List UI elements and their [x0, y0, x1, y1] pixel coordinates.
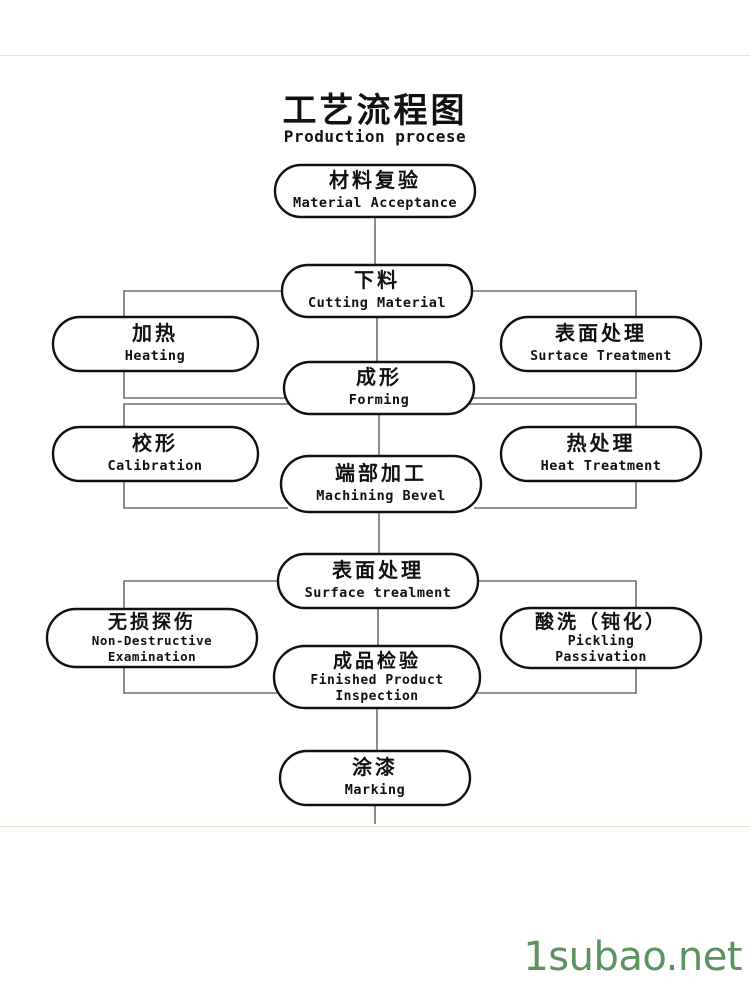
node-heating[interactable]: 加热 Heating — [51, 315, 260, 373]
node-label-cn-pickling-passivation: 酸洗（钝化） — [535, 610, 667, 633]
node-label-en-non-destructive-line1: Non-Destructive — [92, 633, 212, 648]
edge-surface-treatment-to-pickling — [469, 580, 637, 608]
node-label-cn-heating: 加热 — [131, 321, 178, 345]
connector-layer — [123, 217, 637, 824]
node-shape-heat-treatment[interactable] — [499, 425, 703, 483]
edge-pickling-to-finished-inspection — [470, 668, 637, 694]
node-label-cn-non-destructive: 无损探伤 — [108, 610, 196, 633]
node-material-acceptance[interactable]: 材料复验 Material Acceptance — [273, 163, 477, 219]
node-shape-pickling-passivation[interactable] — [499, 606, 703, 670]
node-label-en-finished-inspection-line2: Inspection — [335, 689, 418, 704]
node-label-cn-finished-inspection: 成品检验 — [333, 649, 421, 672]
node-label-cn-material-acceptance: 材料复验 — [329, 168, 421, 192]
node-heat-treatment[interactable]: 热处理 Heat Treatment — [499, 425, 703, 483]
node-label-en-pickling-line2: Passivation — [555, 650, 647, 665]
edge-forming-to-calibration — [123, 403, 290, 427]
node-label-cn-marking: 涂漆 — [352, 755, 398, 779]
edge-cutting-material-to-heating — [123, 290, 288, 317]
node-shape-heating[interactable] — [51, 315, 260, 373]
node-label-en-forming: Forming — [349, 392, 409, 408]
edge-calibration-to-machining-bevel — [123, 481, 288, 509]
node-non-destructive[interactable]: 无损探伤 Non-Destructive Examination — [45, 607, 259, 669]
node-label-cn-surface-treatment-1: 表面处理 — [555, 321, 647, 345]
node-label-en-heat-treatment: Heat Treatment — [541, 458, 662, 474]
node-label-en-calibration: Calibration — [108, 458, 203, 474]
node-marking[interactable]: 涂漆 Marking — [278, 749, 472, 807]
node-label-en-pickling-line1: Pickling — [568, 634, 635, 649]
edge-heating-to-forming — [123, 371, 288, 399]
node-label-cn-surface-treatment-2: 表面处理 — [332, 558, 424, 582]
node-label-en-heating: Heating — [125, 348, 185, 364]
node-finished-inspection[interactable]: 成品检验 Finished Product Inspection — [272, 644, 482, 710]
node-label-en-surface-treatment-2: Surface trealment — [305, 585, 452, 601]
node-label-en-machining-bevel: Machining Bevel — [316, 488, 445, 504]
node-shape-surface-treatment-2[interactable] — [276, 552, 480, 610]
node-label-en-surface-treatment-1: Surtace Treatment — [530, 349, 672, 364]
edge-surface-treatment-1-to-forming — [470, 371, 637, 399]
node-shape-calibration[interactable] — [51, 425, 260, 483]
node-shape-material-acceptance[interactable] — [273, 163, 477, 219]
page-rule-top — [0, 55, 750, 56]
edge-cutting-material-to-surface-treatment-1 — [470, 290, 637, 317]
node-machining-bevel[interactable]: 端部加工 Machining Bevel — [279, 454, 483, 514]
node-label-en-cutting-material: Cutting Material — [308, 295, 446, 311]
node-label-cn-forming: 成形 — [356, 365, 402, 389]
node-label-cn-machining-bevel: 端部加工 — [335, 461, 427, 485]
node-forming[interactable]: 成形 Forming — [282, 360, 476, 416]
node-shape-surface-treatment-1[interactable] — [499, 315, 703, 373]
node-shape-forming[interactable] — [282, 360, 476, 416]
edge-forming-to-heat-treatment — [469, 403, 637, 427]
node-label-cn-cutting-material: 下料 — [354, 268, 400, 292]
node-cutting-material[interactable]: 下料 Cutting Material — [280, 263, 474, 319]
page-title-chinese: 工艺流程图 — [283, 91, 468, 131]
node-pickling-passivation[interactable]: 酸洗（钝化） Pickling Passivation — [499, 606, 703, 670]
node-shape-cutting-material[interactable] — [280, 263, 474, 319]
node-label-en-finished-inspection-line1: Finished Product — [310, 673, 443, 688]
edge-heat-treatment-to-machining-bevel — [474, 481, 637, 509]
edge-non-destructive-to-finished-inspection — [123, 667, 285, 694]
node-label-en-material-acceptance: Material Acceptance — [293, 195, 457, 211]
node-shape-non-destructive[interactable] — [45, 607, 259, 669]
edge-surface-treatment-to-non-destructive — [123, 580, 288, 609]
page-title-english: Production procese — [284, 127, 466, 146]
node-label-cn-heat-treatment: 热处理 — [567, 431, 636, 455]
site-watermark: 1subao.net — [523, 934, 742, 980]
node-label-en-non-destructive-line2: Examination — [108, 649, 196, 664]
node-label-en-marking: Marking — [345, 782, 405, 798]
node-calibration[interactable]: 校形 Calibration — [51, 425, 260, 483]
node-surface-treatment-2[interactable]: 表面处理 Surface trealment — [276, 552, 480, 610]
node-surface-treatment-1[interactable]: 表面处理 Surtace Treatment — [499, 315, 703, 373]
node-label-cn-calibration: 校形 — [132, 431, 178, 455]
node-shape-marking[interactable] — [278, 749, 472, 807]
node-shape-machining-bevel[interactable] — [279, 454, 483, 514]
node-shape-finished-inspection[interactable] — [272, 644, 482, 710]
page-rule-bottom — [0, 826, 750, 827]
